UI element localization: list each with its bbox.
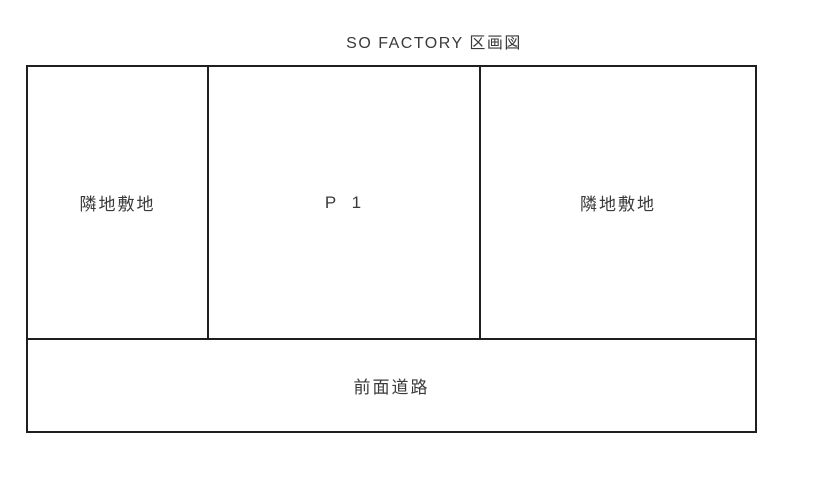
cell-adjacent-land-left: 隣地敷地 — [28, 67, 207, 338]
adjacent-land-left-label: 隣地敷地 — [79, 195, 156, 214]
adjacent-land-right-label: 隣地敷地 — [580, 195, 656, 214]
diagram-title: SO FACTORY 区画図 — [346, 35, 522, 52]
plan-upper-row: 隣地敷地 P 1 隣地敷地 — [28, 67, 755, 340]
parking-p1-label: P 1 — [324, 192, 364, 212]
cell-adjacent-land-right: 隣地敷地 — [481, 67, 755, 338]
cell-front-road: 前面道路 — [28, 340, 755, 431]
site-plan-outline: 隣地敷地 P 1 隣地敷地 前面道路 — [26, 65, 757, 433]
front-road-label: 前面道路 — [353, 378, 430, 397]
cell-parking-p1: P 1 — [207, 67, 481, 338]
